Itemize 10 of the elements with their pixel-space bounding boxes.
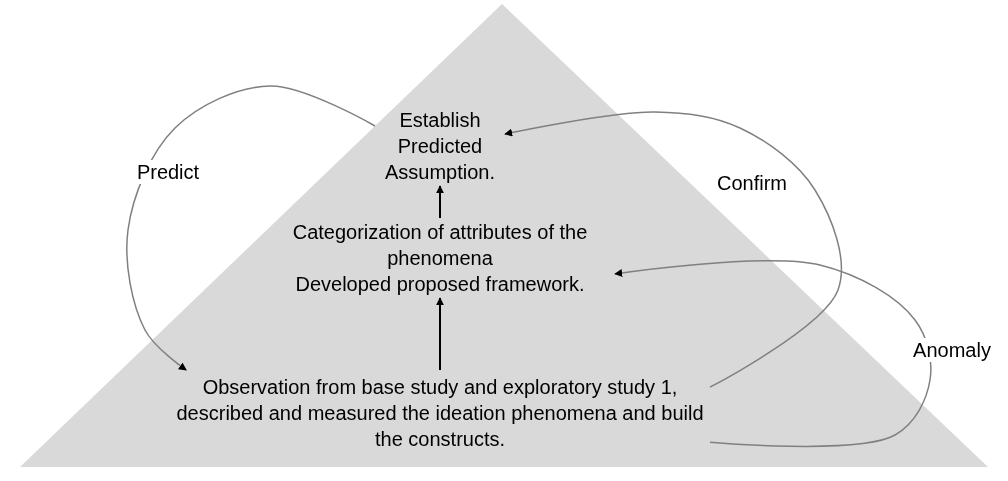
edge-label: Anomaly xyxy=(910,338,994,362)
node-text: Establish Predicted Assumption. xyxy=(383,108,497,185)
curved-arrow xyxy=(504,111,843,388)
curved-arrow xyxy=(614,260,932,448)
node-text: Observation from base study and exploratory study 1, described and measured the ideation phenomena and build the constructs. xyxy=(175,375,705,452)
node-text: Developed proposed framework. xyxy=(295,272,585,297)
arrow xyxy=(436,297,444,371)
node-text: Categorization of attributes of the phenomena xyxy=(291,220,589,271)
curved-arrow xyxy=(126,85,376,371)
arrow xyxy=(436,185,444,219)
